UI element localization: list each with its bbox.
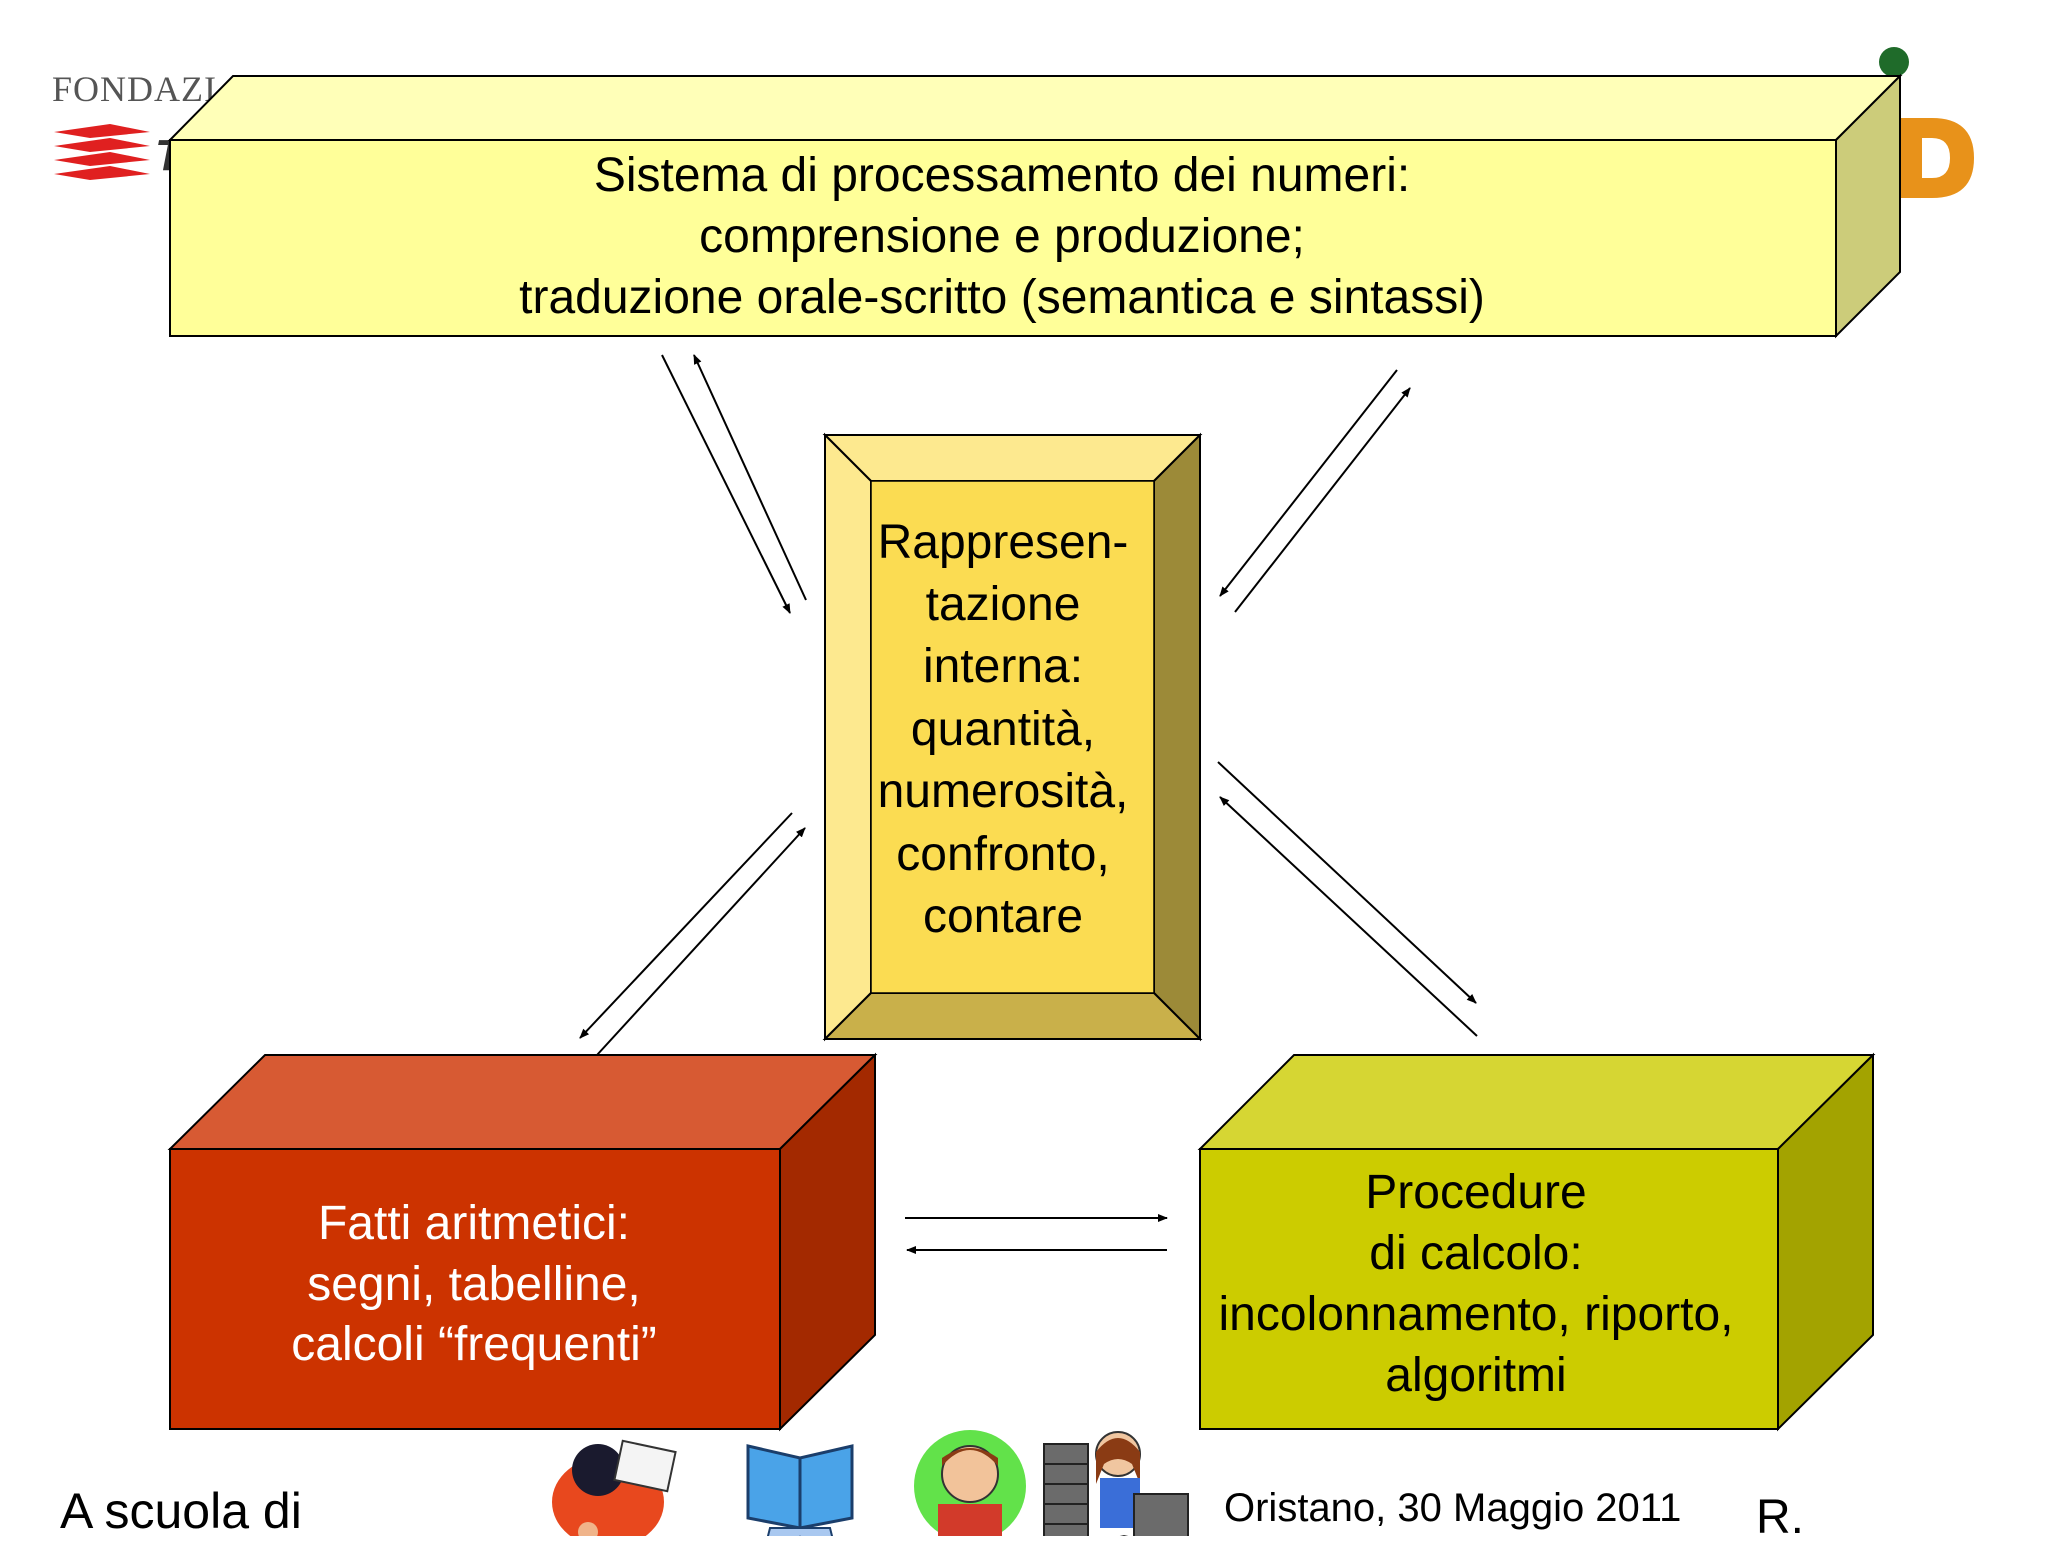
right-box-front-face — [1199, 1148, 1779, 1430]
center-box — [822, 432, 1203, 1042]
left-box-top-face — [167, 1054, 878, 1150]
arrow-left-box-to-center — [596, 827, 806, 1056]
boy-studying-icon — [914, 1430, 1026, 1536]
arrow-top-to-center-left — [661, 354, 791, 614]
center-box-bottom-bevel — [822, 992, 1203, 1040]
center-box-front-face — [870, 480, 1155, 994]
fondazione-logo: FONDAZI T — [50, 62, 310, 182]
arrow-top-to-center-right — [1219, 369, 1398, 597]
logo-text: FONDAZI — [52, 69, 217, 109]
arrow-right-box-to-center — [1219, 796, 1478, 1037]
child-reading-icon — [552, 1439, 677, 1536]
center-box-label: Rappresen- tazione interna: quantità, nu… — [877, 515, 1129, 943]
arrow-center-to-right-box — [1217, 761, 1477, 1004]
right-box — [1197, 1052, 1876, 1432]
footer-right-text: R. — [1756, 1491, 1804, 1544]
arrow-center-to-top-left — [693, 354, 807, 601]
top-box-top-face — [167, 75, 1903, 141]
footer-left-text: A scuola di — [60, 1483, 302, 1539]
student-book-icon — [746, 1444, 854, 1536]
center-box-right-bevel — [1153, 432, 1201, 1042]
top-box-label: Sistema di processamento dei numeri: com… — [519, 149, 1485, 324]
girl-books-icon — [1043, 1431, 1189, 1536]
center-box-top-bevel — [822, 434, 1203, 482]
left-box — [167, 1052, 878, 1432]
left-box-front-face — [169, 1148, 781, 1430]
top-box — [167, 73, 1903, 339]
aid-logo-icon — [1879, 47, 1974, 198]
arrow-center-to-top-right — [1234, 387, 1411, 613]
left-box-label: Fatti aritmetici: segni, tabelline, calc… — [291, 1196, 657, 1372]
right-box-top-face — [1197, 1054, 1876, 1150]
connector-arrows — [579, 354, 1478, 1254]
top-box-front-face — [169, 139, 1837, 337]
right-box-label: Procedure di calcolo: incolonnamento, ri… — [1218, 1166, 1734, 1402]
footer-date: Oristano, 30 Maggio 2011 — [1224, 1486, 1682, 1530]
aid-logo — [1870, 40, 2000, 210]
arrow-center-to-left-box — [579, 812, 793, 1039]
